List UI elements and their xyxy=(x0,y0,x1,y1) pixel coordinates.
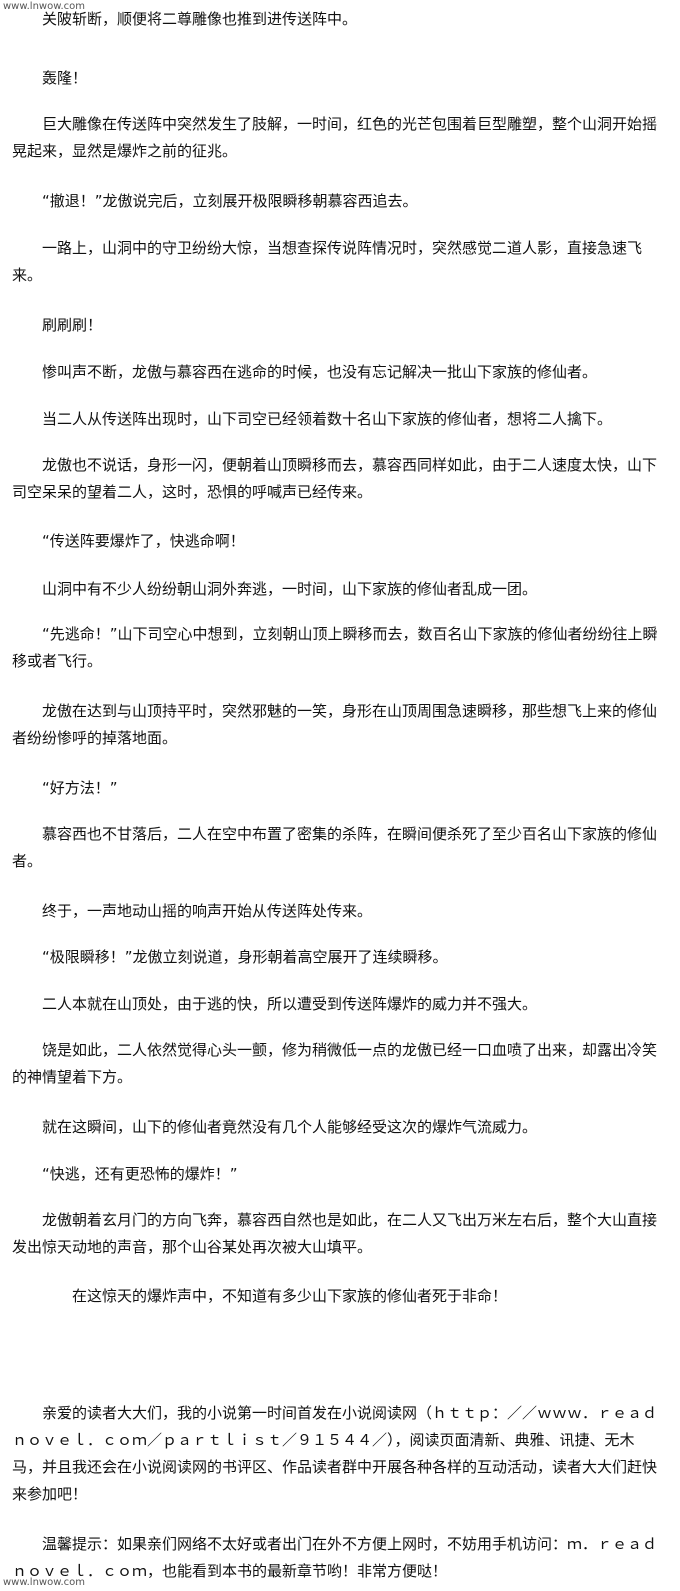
paragraph: “极限瞬移！”龙傲立刻说道，身形朝着高空展开了连续瞬移。 xyxy=(42,948,448,966)
paragraph: 惨叫声不断，龙傲与慕容西在逃命的时候，也没有忘记解决一批山下家族的修仙者。 xyxy=(42,363,598,381)
paragraph: 慕容西也不甘落后，二人在空中布置了密集的杀阵，在瞬间便杀死了至少百名山下家族的修… xyxy=(12,825,658,870)
paragraph: 巨大雕像在传送阵中突然发生了肢解，一时间，红色的光芒包围着巨型雕塑，整个山洞开始… xyxy=(12,115,658,160)
paragraph: “快逃，还有更恐怖的爆炸！” xyxy=(42,1165,238,1183)
paragraph: 二人本就在山顶处，由于逃的快，所以遭受到传送阵爆炸的威力并不强大。 xyxy=(42,995,538,1013)
paragraph: 当二人从传送阵出现时，山下司空已经领着数十名山下家族的修仙者，想将二人擒下。 xyxy=(42,410,613,428)
paragraph: 就在这瞬间，山下的修仙者竟然没有几个人能够经受这次的爆炸气流威力。 xyxy=(42,1118,538,1136)
promo-paragraph: 亲爱的读者大大们，我的小说第一时间首发在小说阅读网（ｈｔｔｐ：／／ｗｗｗ．ｒｅａ… xyxy=(12,1404,658,1503)
paragraph: 龙傲也不说话，身形一闪，便朝着山顶瞬移而去，慕容西同样如此，由于二人速度太快，山… xyxy=(12,456,658,501)
paragraph: 在这惊天的爆炸声中，不知道有多少山下家族的修仙者死于非命！ xyxy=(72,1287,508,1305)
paragraph: “撤退！”龙傲说完后，立刻展开极限瞬移朝慕容西追去。 xyxy=(42,192,418,210)
paragraph: 轰隆！ xyxy=(42,69,88,87)
paragraph: 终于，一声地动山摇的响声开始从传送阵处传来。 xyxy=(42,902,373,920)
paragraph: 龙傲朝着玄月门的方向飞奔，慕容西自然也是如此，在二人又飞出万米左右后，整个大山直… xyxy=(12,1211,658,1256)
tip-paragraph: 温馨提示：如果亲们网络不太好或者出门在外不方便上网时，不妨用手机访问：ｍ．ｒｅａ… xyxy=(12,1535,658,1580)
watermark-bottom: www.lnwow.com xyxy=(3,1577,86,1588)
paragraph: “先逃命！”山下司空心中想到，立刻朝山顶上瞬移而去，数百名山下家族的修仙者纷纷往… xyxy=(12,625,658,670)
watermark-top: www.lnwow.com xyxy=(3,1,86,12)
paragraph: 山洞中有不少人纷纷朝山洞外奔逃，一时间，山下家族的修仙者乱成一团。 xyxy=(42,580,538,598)
paragraph: 龙傲在达到与山顶持平时，突然邪魅的一笑，身形在山顶周围急速瞬移，那些想飞上来的修… xyxy=(12,702,658,747)
paragraph: 一路上，山洞中的守卫纷纷大惊，当想查探传说阵情况时，突然感觉二道人影，直接急速飞… xyxy=(12,239,643,284)
paragraph: “传送阵要爆炸了，快逃命啊！ xyxy=(42,532,245,550)
paragraph: 刷刷刷！ xyxy=(42,316,103,334)
paragraph: 饶是如此，二人依然觉得心头一颤，修为稍微低一点的龙傲已经一口血喷了出来，却露出冷… xyxy=(12,1041,658,1086)
paragraph: “好方法！” xyxy=(42,779,118,797)
paragraph: 关陂斩断，顺便将二尊雕像也推到进传送阵中。 xyxy=(42,10,358,28)
